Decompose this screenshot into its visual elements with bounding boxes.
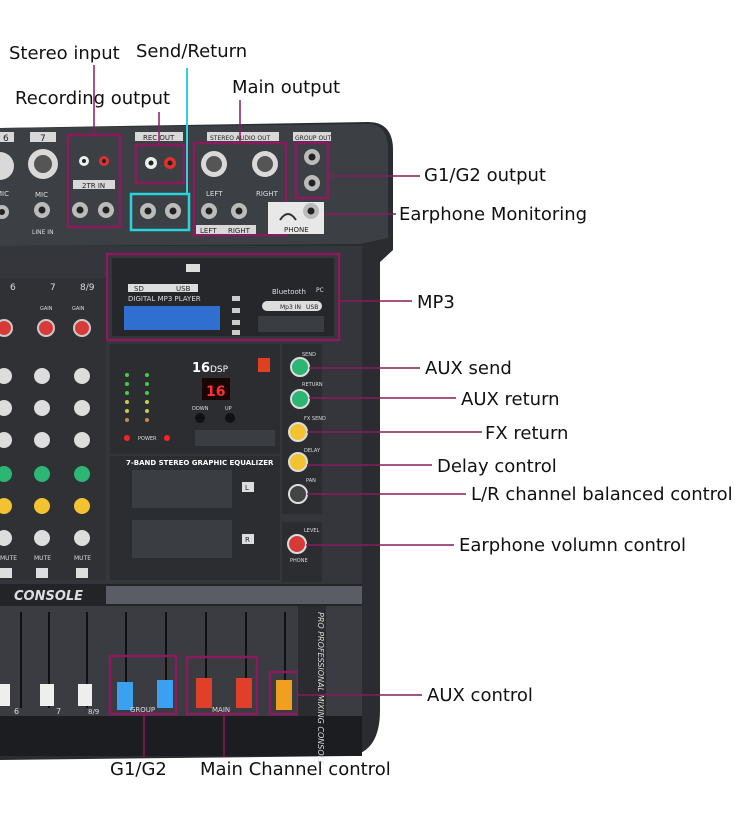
- ch7-rear-label: 7: [40, 134, 46, 144]
- phone-label: PHONE: [284, 226, 309, 234]
- group-fader-1[interactable]: [117, 682, 133, 710]
- up-label: UP: [225, 406, 232, 412]
- mixer-front-edge: [0, 716, 362, 756]
- g1g2-output-highlight: [294, 141, 330, 200]
- right-label-2: RIGHT: [228, 227, 251, 235]
- pan-label: PAN: [306, 478, 316, 484]
- side-text: PRO PROFESSIONAL MIXING CONSOLE: [316, 612, 325, 766]
- ch7-strip-label: 7: [50, 283, 56, 293]
- right-label: RIGHT: [256, 190, 279, 198]
- sd-label: SD: [134, 285, 144, 293]
- usb-label: USB: [176, 285, 191, 293]
- ch6-rear-label: 6: [3, 134, 9, 144]
- callout-g1g2: G1/G2: [110, 759, 167, 780]
- phone-label-2: PHONE: [290, 558, 308, 564]
- group-label: GROUP: [130, 706, 155, 714]
- callout-fx-return: FX return: [485, 423, 569, 444]
- level-label: LEVEL: [304, 528, 320, 534]
- two-tr-in-label: 2TR IN: [82, 182, 105, 190]
- callout-aux-control: AUX control: [427, 685, 533, 706]
- gain-label: GAIN: [40, 306, 53, 312]
- dsp-label: DSP: [210, 365, 229, 375]
- digital-mp3-player-label: DIGITAL MP3 PLAYER: [128, 295, 201, 303]
- eq-left-label: L: [245, 484, 249, 492]
- callout-recording-output: Recording output: [15, 88, 171, 109]
- main-fader-left[interactable]: [196, 678, 212, 708]
- console-label: CONSOLE: [14, 589, 83, 604]
- mic-label: MIC: [35, 191, 48, 199]
- aux-send-knob[interactable]: [290, 357, 310, 377]
- left-label: LEFT: [206, 190, 223, 198]
- send-label: SEND: [302, 352, 316, 358]
- xlr-jack: [0, 152, 14, 180]
- callout-aux-send: AUX send: [425, 358, 512, 379]
- mute-label-3: MUTE: [74, 555, 91, 562]
- dsp-16-label: 16: [192, 361, 210, 376]
- left-label-2: LEFT: [200, 227, 217, 235]
- callout-delay-control: Delay control: [437, 456, 557, 477]
- pc-label: PC: [316, 287, 324, 294]
- group-out-label: GROUP OUT: [295, 135, 332, 142]
- bluetooth-label: Bluetooth: [272, 288, 306, 296]
- fader-tracks: [20, 612, 286, 708]
- main-label: MAIN: [212, 706, 230, 714]
- ch89-strip-label: 8/9: [80, 283, 95, 293]
- usb-label-2: USB: [306, 304, 318, 311]
- ch7-fader-label: 7: [56, 707, 61, 716]
- mp3-in-label: Mp3 IN: [280, 304, 301, 311]
- main-fader-right[interactable]: [236, 678, 252, 708]
- callout-send-return: Send/Return: [136, 41, 248, 62]
- fx-return-knob[interactable]: [288, 422, 308, 442]
- down-label: DOWN: [192, 406, 209, 412]
- level-meter-leds: [124, 373, 170, 441]
- ch89-fader-label: 8/9: [88, 708, 99, 716]
- aux-return-knob[interactable]: [290, 389, 310, 409]
- eq-right-label: R: [245, 536, 250, 544]
- ch6-fader-label: 6: [14, 707, 19, 716]
- earphone-volume-knob[interactable]: [287, 534, 307, 554]
- main-channel-highlight: [185, 655, 259, 716]
- mp3-highlight: [105, 252, 341, 342]
- mic-label-2: MIC: [0, 190, 9, 198]
- group-fader-2[interactable]: [157, 680, 173, 708]
- gain-label-2: GAIN: [72, 306, 85, 312]
- ch6-strip-label: 6: [10, 283, 16, 293]
- aux-fader[interactable]: [276, 680, 292, 710]
- fx-send-label: FX SEND: [304, 416, 326, 422]
- mute-label: MUTE: [0, 555, 17, 562]
- recording-output-highlight: [134, 143, 186, 185]
- callout-lines: [93, 65, 482, 757]
- pan-knob[interactable]: [288, 484, 308, 504]
- callout-aux-return: AUX return: [461, 389, 560, 410]
- callout-earphone-volume: Earphone volumn control: [459, 535, 686, 556]
- callout-main-output: Main output: [232, 77, 341, 98]
- g1g2-highlight: [108, 654, 178, 716]
- callout-main-channel: Main Channel control: [200, 759, 391, 780]
- send-return-highlight: [129, 192, 191, 232]
- power-label: POWER: [138, 436, 157, 442]
- callout-mp3: MP3: [417, 292, 455, 313]
- eq-title: 7-BAND STEREO GRAPHIC EQUALIZER: [126, 459, 274, 467]
- line-in-label: LINE IN: [32, 229, 54, 236]
- callout-stereo-input: Stereo input: [9, 43, 120, 64]
- callout-g1g2-output: G1/G2 output: [424, 165, 546, 186]
- callout-lr-balance: L/R channel balanced control: [471, 484, 733, 505]
- mute-label-2: MUTE: [34, 555, 51, 562]
- delay-label: DELAY: [304, 448, 321, 454]
- delay-knob[interactable]: [288, 452, 308, 472]
- dsp-display: 16: [206, 384, 225, 400]
- mp3-display: [124, 306, 220, 330]
- callout-earphone-monitoring: Earphone Monitoring: [399, 204, 588, 225]
- return-label: RETURN: [302, 382, 323, 388]
